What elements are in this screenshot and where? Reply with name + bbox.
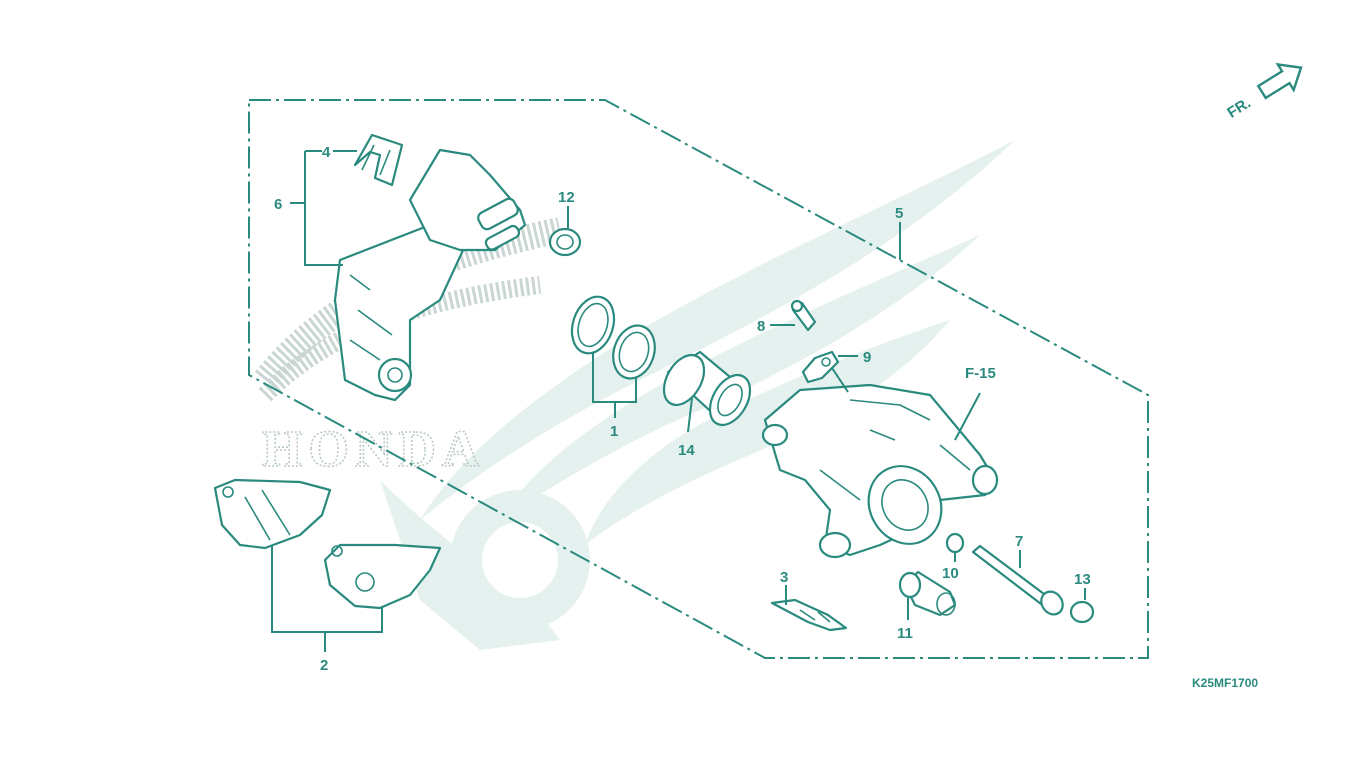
front-direction-arrow: FR.	[1224, 62, 1303, 122]
part-brake-pads[interactable]	[213, 478, 442, 610]
section-reference[interactable]: F-15	[965, 365, 996, 382]
part-pin-bolt[interactable]	[971, 544, 1067, 619]
callout-6: 6	[274, 196, 282, 213]
part-pad-retainer[interactable]	[770, 598, 848, 632]
watermark-text: HONDA	[262, 421, 486, 478]
callout-labels: 1 2 3 4 5 6 7 8 9 10 11 12 13 14	[274, 144, 1091, 674]
callout-3: 3	[780, 569, 788, 586]
callout-11: 11	[897, 625, 913, 642]
callout-4: 4	[322, 144, 331, 161]
callout-1: 1	[610, 423, 618, 440]
part-piston-seals[interactable]	[565, 291, 661, 384]
part-pin-bolt-b[interactable]	[898, 570, 957, 617]
diagram-code: K25MF1700	[1192, 676, 1258, 690]
part-bleeder-cap[interactable]	[801, 350, 840, 384]
part-piston[interactable]	[656, 348, 758, 432]
callout-9: 9	[863, 349, 871, 366]
callout-12: 12	[558, 189, 575, 206]
callout-7: 7	[1015, 533, 1023, 550]
callout-2: 2	[320, 657, 328, 674]
part-washer[interactable]	[945, 532, 965, 554]
part-bleeder-valve[interactable]	[790, 299, 817, 332]
callout-5: 5	[895, 205, 903, 222]
part-caliper-body[interactable]	[761, 383, 999, 559]
callout-13: 13	[1074, 571, 1091, 588]
leader-lines	[271, 150, 1086, 652]
part-pad-spring[interactable]	[353, 133, 404, 187]
part-boot-cap[interactable]	[548, 227, 582, 257]
part-pin-plug[interactable]	[1069, 600, 1095, 624]
callout-10: 10	[942, 565, 959, 582]
assembly-boundary	[248, 99, 1149, 659]
front-direction-label: FR.	[1224, 94, 1254, 121]
callout-8: 8	[757, 318, 765, 335]
callout-14: 14	[678, 442, 695, 459]
part-caliper-bracket[interactable]	[333, 148, 527, 402]
